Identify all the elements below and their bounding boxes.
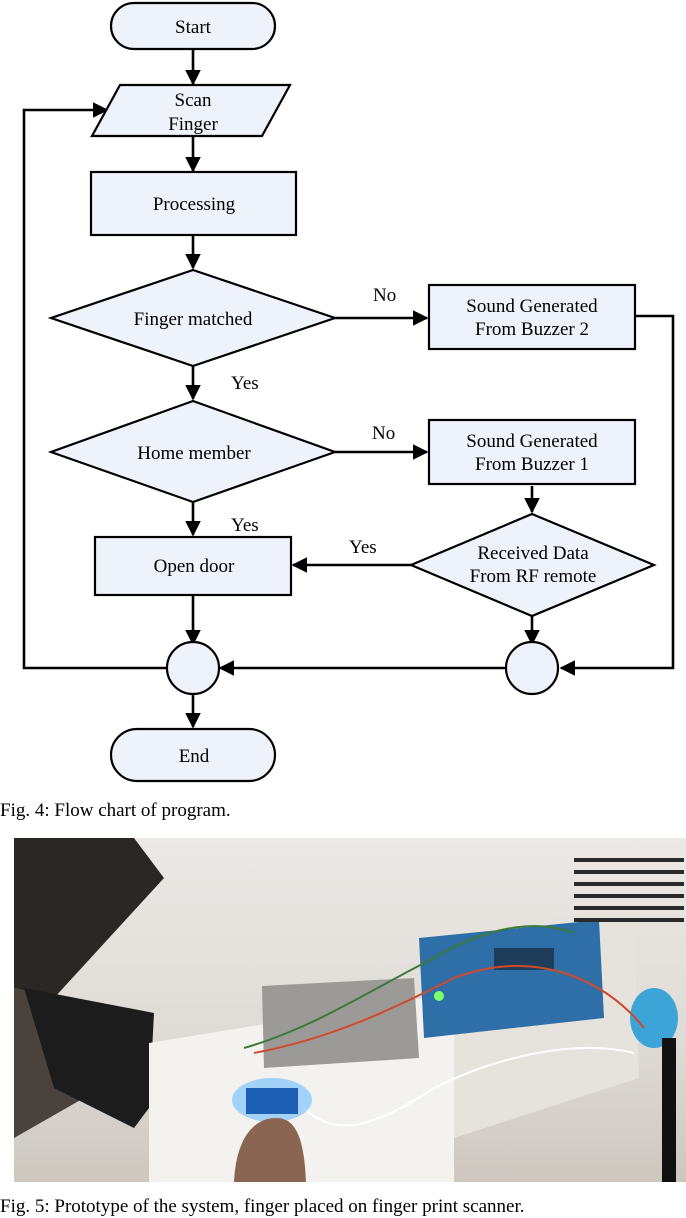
edge-label-matched-yes: Yes	[231, 373, 259, 394]
prototype-photo-illustration	[14, 838, 684, 1182]
buzzer1-label-line1: Sound Generated	[466, 431, 598, 452]
photo-vent-slits	[574, 858, 684, 922]
flow-edges	[22, 49, 675, 729]
edge-label-member-yes: Yes	[231, 515, 259, 536]
buzzer2-label-line1: Sound Generated	[466, 296, 598, 317]
scan-finger-node: Scan Finger	[90, 83, 292, 138]
open-door-label: Open door	[154, 556, 235, 577]
photo-wire-white	[303, 1046, 635, 1127]
junction-left	[165, 640, 221, 696]
photo-black-mount	[24, 988, 154, 1128]
rf-remote-label-line1: Received Data	[477, 543, 589, 564]
finger-matched-label: Finger matched	[134, 309, 253, 330]
junction-right	[504, 640, 560, 696]
edge-loop-back-scan	[22, 102, 167, 670]
open-door-node: Open door	[93, 535, 293, 597]
photo-wire-green	[243, 925, 575, 1049]
edge-label-member-no: No	[372, 423, 395, 444]
edge-label-matched-no: No	[373, 285, 396, 306]
buzzer2-node: Sound Generated From Buzzer 2	[427, 283, 637, 351]
processing-node: Processing	[89, 170, 298, 237]
end-label: End	[179, 746, 210, 767]
processing-label: Processing	[153, 194, 236, 215]
edge-label-rf-yes: Yes	[349, 537, 377, 558]
home-member-decision: Home member	[47, 399, 339, 504]
end-node: End	[109, 727, 277, 783]
photo-fingerprint-sensor	[246, 1088, 298, 1114]
scan-label-line1: Scan	[175, 90, 212, 111]
buzzer2-label-line2: From Buzzer 2	[475, 319, 589, 340]
fig4-caption: Fig. 4: Flow chart of program.	[0, 800, 231, 821]
rf-remote-decision: Received Data From RF remote	[408, 512, 657, 618]
home-member-label: Home member	[137, 443, 251, 464]
photo-grey-scanner	[262, 978, 419, 1068]
start-label: Start	[175, 17, 212, 38]
fig5-caption: Fig. 5: Prototype of the system, finger …	[0, 1196, 525, 1217]
photo-black-cable	[662, 1038, 676, 1182]
prototype-photo	[14, 838, 686, 1182]
photo-wire-red	[253, 965, 645, 1054]
rf-remote-label-line2: From RF remote	[470, 566, 597, 587]
finger-matched-decision: Finger matched	[47, 268, 339, 368]
scan-label-line2: Finger	[168, 114, 218, 135]
photo-dark-corner	[14, 838, 164, 998]
photo-arduino-board	[419, 920, 604, 1038]
photo-finger	[234, 1118, 306, 1182]
photo-blue-buzzer	[630, 988, 678, 1048]
buzzer1-label-line2: From Buzzer 1	[475, 454, 589, 475]
photo-chip	[494, 948, 554, 970]
edge-buzzer2-loop	[559, 314, 675, 676]
start-node: Start	[109, 1, 277, 51]
photo-green-led	[434, 991, 444, 1001]
flowchart: Start Scan Finger Processing Finger matc…	[22, 1, 675, 783]
buzzer1-node: Sound Generated From Buzzer 1	[427, 418, 637, 486]
